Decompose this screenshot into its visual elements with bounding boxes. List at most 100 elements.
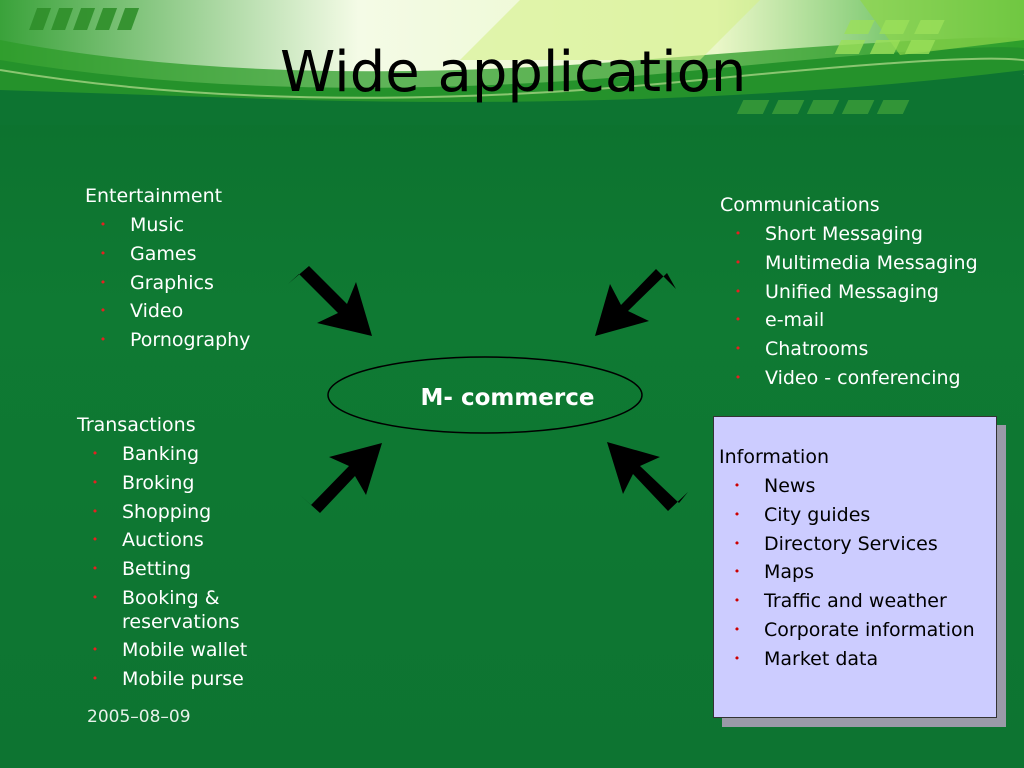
bullet-icon: • (91, 504, 99, 518)
bullet-icon: • (734, 284, 742, 298)
list-item-label: Pornography (130, 329, 251, 352)
list-item-label: Booking & reservations (122, 586, 240, 633)
list-item: • Pornography (85, 326, 251, 355)
bullet-icon: • (733, 479, 741, 492)
list-item-label: Multimedia Messaging (765, 251, 978, 274)
list-item: • Betting (77, 555, 262, 584)
center-ellipse (327, 356, 643, 434)
list-item: • Graphics (85, 269, 250, 298)
list-item: • City guides (719, 501, 975, 530)
information-section: Information • News • City guides • Directory … (719, 443, 975, 674)
bullet-icon: • (91, 447, 99, 460)
entertainment-section: Entertainment • Music • Games • Graphics • Vide… (85, 182, 250, 355)
communications-list: • Short Messaging • Multimedia Messaging • Un… (720, 220, 978, 393)
slide-title: Wide application (280, 40, 747, 105)
entertainment-heading: Entertainment (85, 185, 223, 207)
list-item-label: Traffic and weather (764, 590, 947, 613)
transactions-section: Transactions • Banking • Broking • Shopping • A… (77, 411, 262, 694)
header-decoration (0, 0, 1024, 125)
list-item: • Shopping (77, 498, 262, 527)
bullet-icon: • (91, 590, 99, 604)
bullet-icon: • (733, 507, 741, 521)
bullet-icon: • (734, 370, 742, 384)
list-item-label: e-mail (765, 309, 825, 332)
list-item-label: Banking (122, 443, 200, 465)
bullet-icon: • (734, 342, 742, 356)
list-item: • Booking & reservations (77, 584, 262, 636)
bullet-icon: • (99, 333, 107, 347)
communications-section: Communications • Short Messaging • Multimed… (720, 191, 978, 393)
list-item-label: Betting (122, 558, 192, 581)
arrow-top-right-icon (595, 269, 676, 336)
list-item: • Mobile wallet (77, 636, 262, 665)
list-item: • Maps (719, 558, 975, 587)
entertainment-list: • Music • Games • Graphics • Video • Pornography (85, 211, 251, 355)
bullet-icon: • (99, 275, 107, 289)
bullet-icon: • (91, 671, 99, 685)
list-item-label: Chatrooms (765, 338, 869, 361)
bullet-icon: • (733, 594, 741, 608)
list-item-label: Video - conferencing (765, 366, 961, 389)
list-item-label: Graphics (130, 271, 214, 294)
bullet-icon: • (733, 651, 741, 665)
bullet-icon: • (91, 533, 99, 547)
list-item: • Mobile purse (77, 665, 262, 694)
list-item-label: Mobile purse (122, 667, 244, 690)
bullet-icon: • (733, 536, 741, 550)
arrow-bottom-right-icon (607, 442, 688, 511)
list-item-label: Maps (764, 561, 814, 584)
bullet-icon: • (99, 246, 107, 260)
list-item: • Unified Messaging (720, 278, 978, 307)
bullet-icon: • (733, 565, 741, 579)
bullet-icon: • (91, 475, 99, 489)
center-label: M- commerce (420, 385, 595, 411)
list-item: • e-mail (720, 306, 978, 335)
bullet-icon: • (734, 255, 742, 269)
bullet-icon: • (91, 562, 99, 576)
list-item-label: Mobile wallet (122, 638, 248, 661)
list-item: • Multimedia Messaging (720, 249, 978, 278)
list-item-label: News (764, 475, 816, 497)
list-item-label: Games (130, 242, 197, 265)
information-heading: Information (719, 446, 829, 468)
transactions-list: • Banking • Broking • Shopping • Auctions • Betti… (77, 440, 262, 694)
bullet-icon: • (99, 218, 107, 231)
list-item-label: Corporate information (764, 618, 975, 641)
information-box (713, 416, 997, 718)
list-item-label: Video (130, 300, 184, 323)
list-item: • Video (85, 297, 250, 326)
bullet-icon: • (99, 304, 107, 318)
bullet-icon: • (734, 227, 742, 240)
list-item: • Chatrooms (720, 335, 978, 364)
list-item: • Video - conferencing (720, 364, 978, 393)
list-item: • Market data (719, 645, 975, 674)
list-item-label: Unified Messaging (765, 280, 939, 303)
list-item-label: Music (130, 214, 185, 236)
list-item: • Games (85, 240, 250, 269)
list-item: • Auctions (77, 526, 262, 555)
list-item-label: Broking (122, 471, 195, 494)
communications-heading: Communications (720, 194, 880, 216)
list-item: • Music (85, 211, 250, 240)
list-item-label: Shopping (122, 500, 212, 523)
list-item: • Corporate information (719, 616, 975, 645)
bullet-icon: • (733, 622, 741, 636)
list-item: • Broking (77, 469, 262, 498)
list-item: • Traffic and weather (719, 587, 975, 616)
information-list: • News • City guides • Directory Services • Map… (719, 472, 975, 674)
list-item: • Short Messaging (720, 220, 978, 249)
bullet-icon: • (91, 642, 99, 656)
list-item-label: Directory Services (764, 532, 938, 555)
list-item: • Directory Services (719, 530, 975, 559)
list-item-label: Market data (764, 647, 879, 670)
bullet-icon: • (734, 313, 742, 327)
arrow-top-left-icon (288, 266, 372, 336)
list-item-label: City guides (764, 503, 871, 526)
transactions-heading: Transactions (77, 414, 196, 436)
list-item-label: Auctions (122, 529, 204, 552)
slide-date: 2005–08–09 (87, 707, 191, 727)
list-item: • News (719, 472, 975, 501)
list-item-label: Short Messaging (765, 223, 923, 245)
